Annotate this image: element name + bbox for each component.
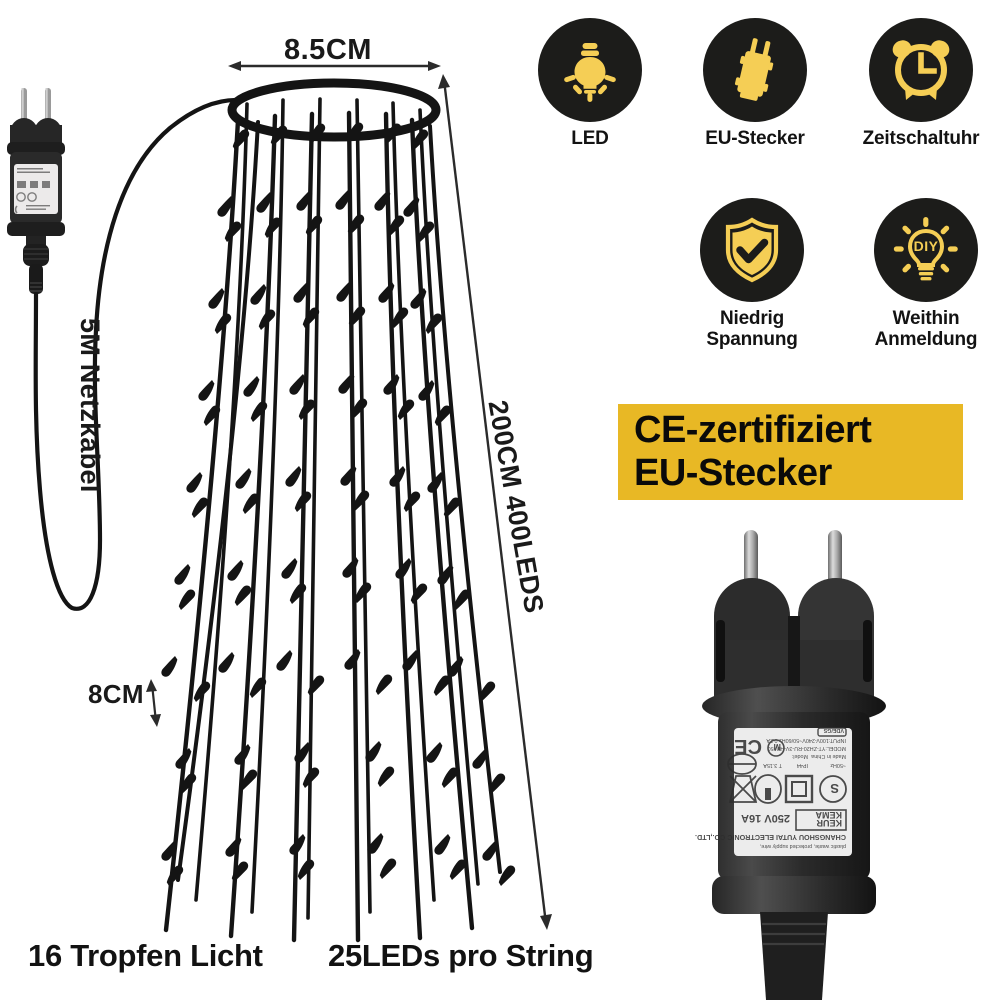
eu-power-adapter-photo — [7, 88, 65, 294]
banner-line-1: CE-zertifiziert — [634, 409, 872, 452]
feature-eu-stecker[interactable]: EU-Stecker — [680, 18, 830, 149]
feature-label: Zeitschaltuhr — [862, 128, 980, 149]
feature-led[interactable]: LED — [520, 18, 660, 149]
alarm-clock-icon-disc — [869, 18, 973, 122]
feature-label: Weithin Anmeldung — [874, 308, 978, 351]
svg-text:MODEL:YT-ZH20-RU-3V-HW-50: MODEL:YT-ZH20-RU-3V-HW-50 — [768, 745, 846, 751]
spacing-dimension-arrow — [146, 679, 161, 727]
tree-strands-front — [157, 110, 520, 943]
tree-top-ring — [227, 78, 441, 142]
caption-drop-count: 16 Tropfen Licht — [28, 938, 263, 973]
led-tree-diagram — [7, 61, 552, 943]
svg-text:KEUR: KEUR — [816, 818, 842, 828]
svg-text:Made in China: Made in China — [811, 753, 846, 759]
width-dimension-arrow — [228, 61, 441, 71]
eu-plug-icon — [734, 38, 774, 101]
svg-text:Model:: Model: — [792, 753, 808, 759]
svg-text:~50Hz: ~50Hz — [830, 762, 846, 768]
length-dimension-arrow — [438, 74, 552, 930]
feature-label: EU-Stecker — [705, 128, 805, 149]
shield-check-icon-disc — [700, 198, 804, 302]
svg-text:DIY: DIY — [914, 238, 939, 254]
svg-text:S: S — [830, 781, 839, 796]
svg-text:T 3.15A: T 3.15A — [763, 762, 782, 768]
caption-leds-per-string: 25LEDs pro String — [328, 938, 594, 973]
tree-strands-back — [194, 97, 480, 920]
feature-label: Niedrig Spannung — [706, 308, 798, 351]
diy-bulb-icon: DIY — [893, 217, 958, 281]
alarm-clock-icon — [892, 40, 950, 100]
diy-bulb-icon-disc: DIY — [874, 198, 978, 302]
lightbulb-icon — [564, 43, 616, 102]
svg-text:250V 16A: 250V 16A — [741, 812, 790, 824]
feature-weithin-anmeldung[interactable]: DIY Weithin Anmeldung — [846, 198, 1000, 351]
svg-text:KEMA: KEMA — [815, 810, 842, 820]
svg-text:IP44: IP44 — [797, 762, 808, 768]
svg-text:CHANGSHOU YUTAI ELECTRONIC CO.: CHANGSHOU YUTAI ELECTRONIC CO.,LTD. — [695, 833, 846, 842]
feature-label: LED — [571, 128, 609, 149]
ring-width-label: 8.5CM — [284, 34, 372, 66]
feature-zeitschaltuhr[interactable]: Zeitschaltuhr — [846, 18, 996, 149]
power-cable-line — [33, 97, 239, 611]
banner-line-2: EU-Stecker — [634, 452, 832, 494]
svg-text:plastic waste, protected suppl: plastic waste, protected supply wire, — [759, 843, 846, 849]
svg-text:CE: CE — [734, 735, 762, 757]
led-spacing-label: 8CM — [88, 679, 144, 709]
svg-text:M: M — [774, 742, 782, 752]
feature-niedrig-spannung[interactable]: Niedrig Spannung — [672, 198, 832, 351]
eu-plug-icon-disc — [703, 18, 807, 122]
eu-schuko-plug-closeup-photo: plastic waste, protected supply wire, CH… — [695, 530, 886, 1000]
ce-certification-banner: CE-zertifiziert EU-Stecker — [618, 404, 963, 500]
lightbulb-icon-disc — [538, 18, 642, 122]
svg-text:VDE/GS: VDE/GS — [823, 727, 844, 733]
svg-text:INPUT:100V-240V~50/60Hz 0.2A: INPUT:100V-240V~50/60Hz 0.2A — [766, 737, 846, 743]
shield-check-icon — [725, 217, 779, 283]
cable-length-label: 5M Netzkabel — [75, 318, 105, 493]
